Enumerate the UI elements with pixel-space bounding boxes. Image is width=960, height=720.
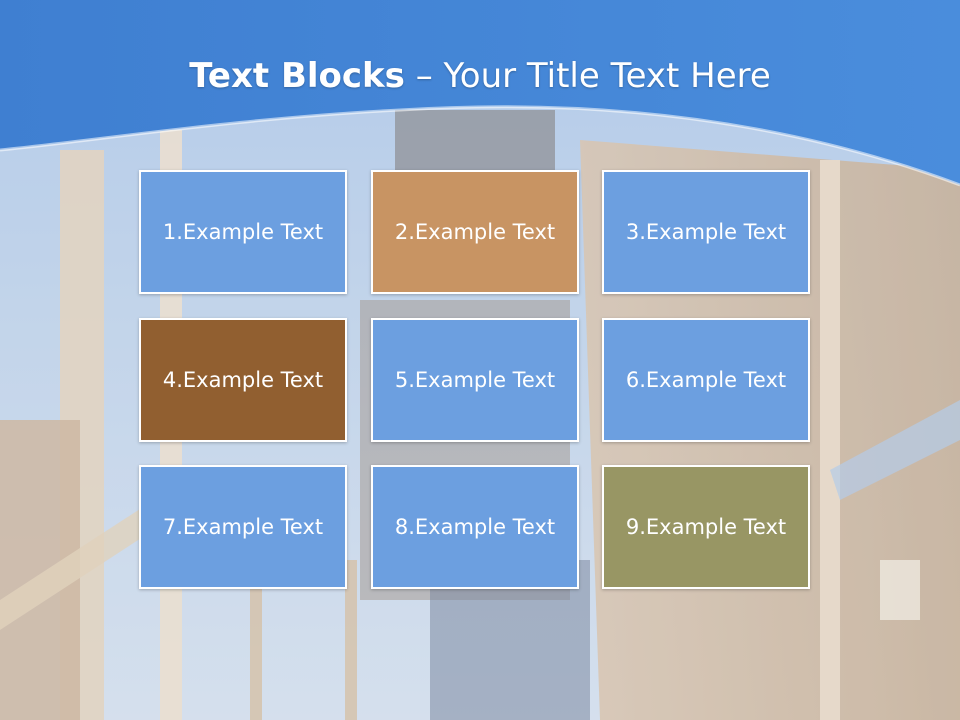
text-block-8[interactable]: 8.Example Text (371, 465, 579, 589)
text-block-label: 1.Example Text (162, 220, 324, 244)
text-block-3[interactable]: 3.Example Text (602, 170, 810, 294)
text-block-label: 7.Example Text (162, 515, 324, 539)
text-block-label: 8.Example Text (394, 515, 556, 539)
text-block-grid: 1.Example Text 2.Example Text 3.Example … (139, 170, 817, 594)
text-block-7[interactable]: 7.Example Text (139, 465, 347, 589)
slide-title: Text Blocks – Your Title Text Here (0, 52, 960, 100)
header-band (0, 0, 960, 187)
title-separator: – (404, 56, 444, 96)
text-block-4[interactable]: 4.Example Text (139, 318, 347, 442)
text-block-6[interactable]: 6.Example Text (602, 318, 810, 442)
title-bold-text: Text Blocks (189, 56, 405, 96)
title-rest-text: Your Title Text Here (443, 56, 771, 96)
text-block-2[interactable]: 2.Example Text (371, 170, 579, 294)
text-block-label: 3.Example Text (625, 220, 787, 244)
text-block-label: 6.Example Text (625, 368, 787, 392)
text-block-1[interactable]: 1.Example Text (139, 170, 347, 294)
text-block-label: 4.Example Text (162, 368, 324, 392)
text-block-9[interactable]: 9.Example Text (602, 465, 810, 589)
text-block-label: 2.Example Text (394, 220, 556, 244)
text-block-label: 9.Example Text (625, 515, 787, 539)
text-block-5[interactable]: 5.Example Text (371, 318, 579, 442)
text-block-label: 5.Example Text (394, 368, 556, 392)
